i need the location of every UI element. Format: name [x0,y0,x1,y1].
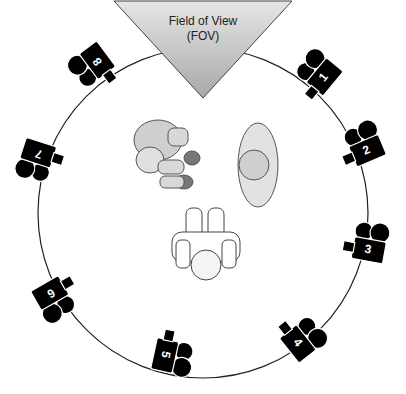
person-figure [238,123,278,207]
camera-icon: 3 [336,214,400,271]
fov-triangle: Field of View (FOV) [113,0,293,100]
person-figure [172,208,240,280]
fov-label: Field of View (FOV) [159,14,247,44]
person-figure [134,120,200,189]
